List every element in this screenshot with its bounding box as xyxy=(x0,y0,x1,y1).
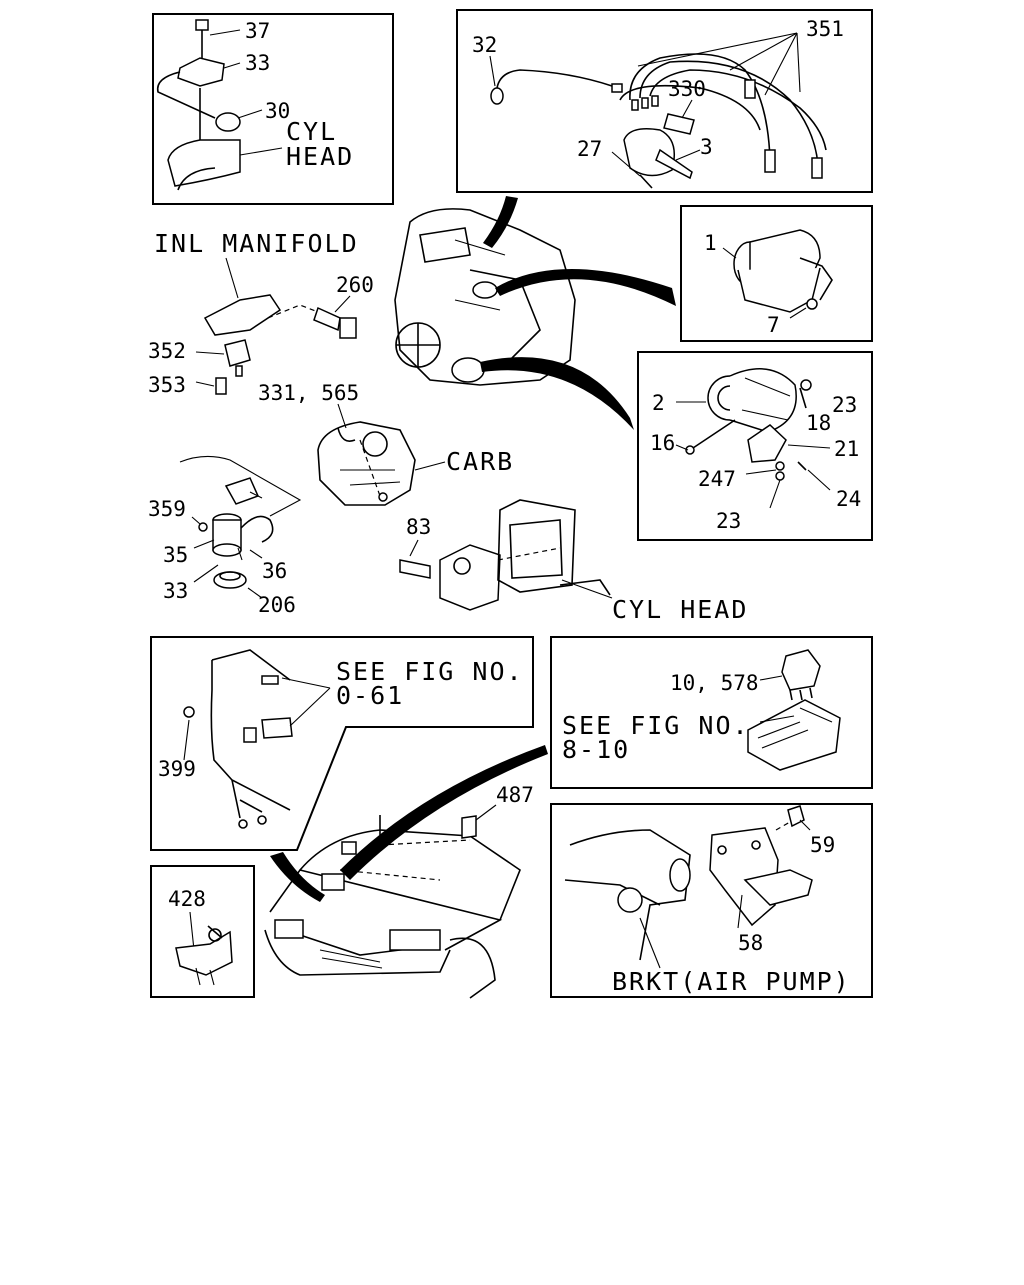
starter-motor-drawing xyxy=(722,229,833,319)
callout-27: 27 xyxy=(577,137,602,161)
callout-33: 33 xyxy=(245,51,270,75)
label-see-fig-0-61-line2: 0-61 xyxy=(336,681,404,710)
callout-30: 30 xyxy=(265,99,290,123)
callout-331-565: 331, 565 xyxy=(258,381,359,405)
callout-16: 16 xyxy=(650,431,675,455)
callout-399: 399 xyxy=(158,757,196,781)
callout-23-top: 23 xyxy=(832,393,857,417)
cyl-head-sensor-83-drawing xyxy=(399,499,613,611)
callout-1: 1 xyxy=(704,231,717,255)
callout-428: 428 xyxy=(168,887,206,911)
label-see-fig-8-10-line1: SEE FIG NO. xyxy=(562,711,750,740)
callout-23-bottom: 23 xyxy=(716,509,741,533)
callout-2: 2 xyxy=(652,391,665,415)
callout-32: 32 xyxy=(472,33,497,57)
label-cyl: CYL xyxy=(286,117,337,146)
callout-3: 3 xyxy=(700,135,713,159)
part-428-drawing xyxy=(175,911,233,986)
generator-drawing xyxy=(675,368,831,509)
callout-7: 7 xyxy=(767,313,780,337)
fuel-filter-drawing xyxy=(179,455,302,599)
callout-353: 353 xyxy=(148,373,186,397)
callout-18: 18 xyxy=(806,411,831,435)
vehicle-front-drawing xyxy=(264,804,521,999)
leader-harness-to-vehicle xyxy=(270,852,325,902)
callout-206: 206 xyxy=(258,593,296,617)
panel-air-pump-bracket xyxy=(550,803,873,998)
harness-drawing xyxy=(183,649,331,829)
panel-part-428 xyxy=(150,865,255,998)
callout-359: 359 xyxy=(148,497,186,521)
label-see-fig-0-61-line1: SEE FIG NO. xyxy=(336,657,524,686)
callout-352: 352 xyxy=(148,339,186,363)
label-brkt-air-pump: BRKT(AIR PUMP) xyxy=(612,967,851,996)
panel-cylinder-head-sensor xyxy=(152,13,394,205)
label-cyl-head: CYL HEAD xyxy=(612,595,748,624)
callout-83: 83 xyxy=(406,515,431,539)
callout-33-filter: 33 xyxy=(163,579,188,603)
distributor-drawing xyxy=(489,32,827,189)
callout-58: 58 xyxy=(738,931,763,955)
panel-relay-box xyxy=(550,636,873,789)
inlet-manifold-sensor-drawing xyxy=(195,257,357,395)
panel-generator xyxy=(637,351,873,541)
callout-487: 487 xyxy=(496,783,534,807)
leader-relay-to-vehicle xyxy=(340,745,548,880)
leader-to-starter xyxy=(495,269,676,306)
relay-box-drawing xyxy=(747,649,841,771)
leader-to-distributor xyxy=(483,196,518,248)
callout-24: 24 xyxy=(836,487,861,511)
callout-36: 36 xyxy=(262,559,287,583)
callout-260: 260 xyxy=(336,273,374,297)
callout-37: 37 xyxy=(245,19,270,43)
label-inl-manifold: INL MANIFOLD xyxy=(154,229,359,258)
engine-block-drawing xyxy=(394,208,576,386)
callout-21: 21 xyxy=(834,437,859,461)
panel-ignition-distributor xyxy=(456,9,873,193)
air-pump-bracket-drawing xyxy=(564,805,813,969)
label-see-fig-8-10-line2: 8-10 xyxy=(562,735,630,764)
carburetor-drawing xyxy=(317,403,446,506)
callout-247: 247 xyxy=(698,467,736,491)
callout-351: 351 xyxy=(806,17,844,41)
callout-330: 330 xyxy=(668,77,706,101)
cyl-head-sensor-drawing xyxy=(156,19,283,191)
callout-10-578: 10, 578 xyxy=(670,671,759,695)
callout-35: 35 xyxy=(163,543,188,567)
label-head: HEAD xyxy=(286,142,354,171)
panel-harness xyxy=(150,636,534,851)
label-carb: CARB xyxy=(446,447,514,476)
callout-59: 59 xyxy=(810,833,835,857)
leader-to-generator xyxy=(480,357,634,430)
panel-starter xyxy=(680,205,873,342)
